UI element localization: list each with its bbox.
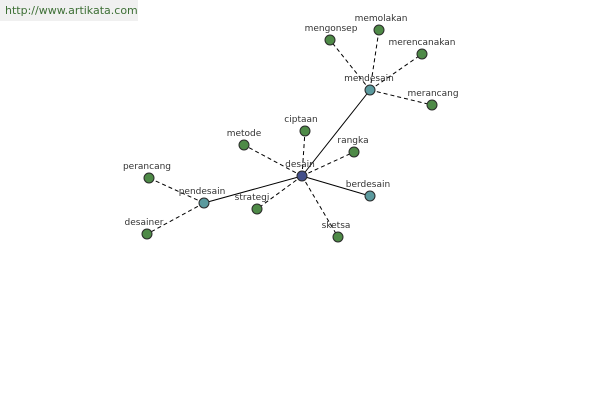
node-strategi[interactable] bbox=[251, 203, 263, 215]
edge-mendesain-merancang bbox=[369, 89, 433, 106]
edge-desain-mendesain bbox=[301, 89, 371, 177]
edges-layer bbox=[146, 29, 433, 238]
node-label-merencanakan[interactable]: merencanakan bbox=[388, 38, 455, 48]
node-desain[interactable] bbox=[296, 170, 308, 182]
node-label-strategi[interactable]: strategi bbox=[235, 193, 270, 203]
edge-pendesain-perancang bbox=[148, 177, 205, 204]
node-metode[interactable] bbox=[238, 139, 250, 151]
node-memolakan[interactable] bbox=[373, 24, 385, 36]
node-label-memolakan[interactable]: memolakan bbox=[355, 14, 408, 24]
node-label-berdesain[interactable]: berdesain bbox=[346, 180, 390, 190]
node-label-desain[interactable]: desain bbox=[285, 160, 315, 170]
nodes-layer bbox=[141, 24, 438, 243]
labels-layer: desain mendesain pendesain berdesain mengons… bbox=[123, 14, 459, 231]
node-desainer[interactable] bbox=[141, 228, 153, 240]
edge-mendesain-memolakan bbox=[369, 29, 380, 91]
node-label-merancang[interactable]: merancang bbox=[407, 89, 458, 99]
source-url-banner[interactable]: http://www.artikata.com bbox=[0, 0, 138, 21]
node-label-rangka[interactable]: rangka bbox=[337, 136, 368, 146]
node-pendesain[interactable] bbox=[198, 197, 210, 209]
node-ciptaan[interactable] bbox=[299, 125, 311, 137]
node-berdesain[interactable] bbox=[364, 190, 376, 202]
node-perancang[interactable] bbox=[143, 172, 155, 184]
node-mendesain[interactable] bbox=[364, 84, 376, 96]
node-merencanakan[interactable] bbox=[416, 48, 428, 60]
node-sketsa[interactable] bbox=[332, 231, 344, 243]
edge-desain-rangka bbox=[301, 151, 355, 177]
node-label-mengonsep[interactable]: mengonsep bbox=[305, 24, 358, 34]
node-mengonsep[interactable] bbox=[324, 34, 336, 46]
edge-mendesain-mengonsep bbox=[329, 39, 371, 91]
node-label-sketsa[interactable]: sketsa bbox=[322, 221, 351, 231]
edge-desain-pendesain bbox=[203, 175, 303, 204]
edge-mendesain-merencanakan bbox=[369, 53, 423, 91]
edge-desain-sketsa bbox=[301, 175, 339, 238]
node-label-desainer[interactable]: desainer bbox=[125, 218, 164, 228]
node-label-mendesain[interactable]: mendesain bbox=[344, 74, 394, 84]
edge-desain-metode bbox=[243, 144, 303, 177]
node-rangka[interactable] bbox=[348, 146, 360, 158]
node-label-metode[interactable]: metode bbox=[227, 129, 262, 139]
node-label-ciptaan[interactable]: ciptaan bbox=[284, 115, 317, 125]
node-label-pendesain[interactable]: pendesain bbox=[179, 187, 226, 197]
node-merancang[interactable] bbox=[426, 99, 438, 111]
edge-desain-strategi bbox=[256, 175, 303, 210]
edge-desain-berdesain bbox=[301, 175, 371, 197]
node-label-perancang[interactable]: perancang bbox=[123, 162, 171, 172]
edge-pendesain-desainer bbox=[146, 202, 205, 235]
edge-desain-ciptaan bbox=[301, 130, 306, 177]
